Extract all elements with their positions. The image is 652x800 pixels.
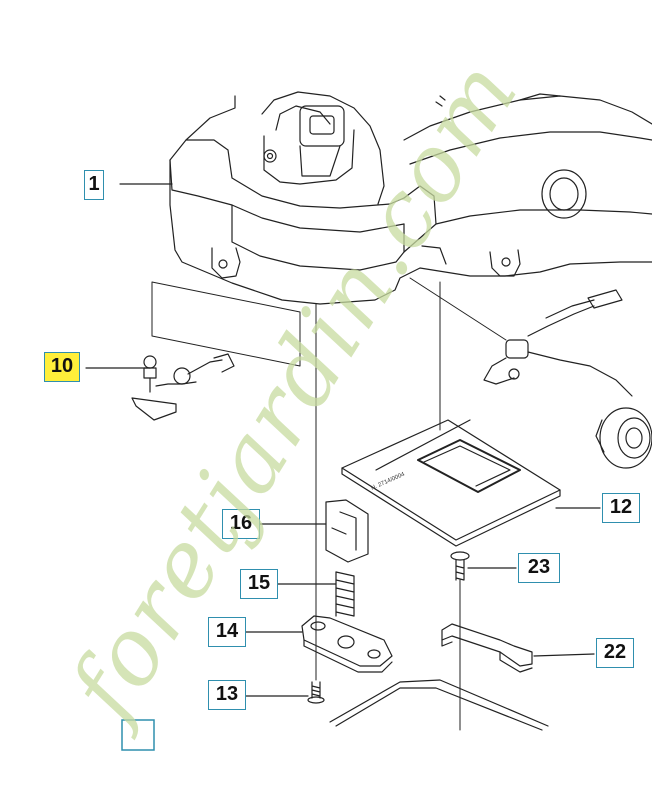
callout-part-16[interactable]: 16 xyxy=(222,509,260,539)
part-22-metal-bracket xyxy=(441,623,533,673)
part-13-screw xyxy=(307,681,325,704)
callout-part-22[interactable]: 22 xyxy=(596,638,634,668)
base-frame-outline xyxy=(329,679,549,731)
part-14-lever xyxy=(301,615,393,673)
part-12-circuit-board xyxy=(341,419,561,547)
part-10-sensor-assembly xyxy=(131,281,301,421)
callout-part-12[interactable]: 12 xyxy=(602,493,640,523)
cable-connector-assembly xyxy=(483,289,652,469)
callout-part-14[interactable]: 14 xyxy=(208,617,246,647)
partial-callout-box xyxy=(121,719,155,751)
callout-part-15[interactable]: 15 xyxy=(240,569,278,599)
callout-part-10[interactable]: 10 xyxy=(44,352,80,382)
part-23-screw xyxy=(450,551,470,731)
part-16-bracket xyxy=(325,499,369,563)
callout-part-13[interactable]: 13 xyxy=(208,680,246,710)
callout-part-1[interactable]: 1 xyxy=(84,170,104,200)
part-1-housing xyxy=(169,91,652,305)
part-15-spring xyxy=(335,571,355,617)
pcb-print-text: N. 2714/0004 xyxy=(370,471,406,491)
callout-part-23[interactable]: 23 xyxy=(518,553,560,583)
